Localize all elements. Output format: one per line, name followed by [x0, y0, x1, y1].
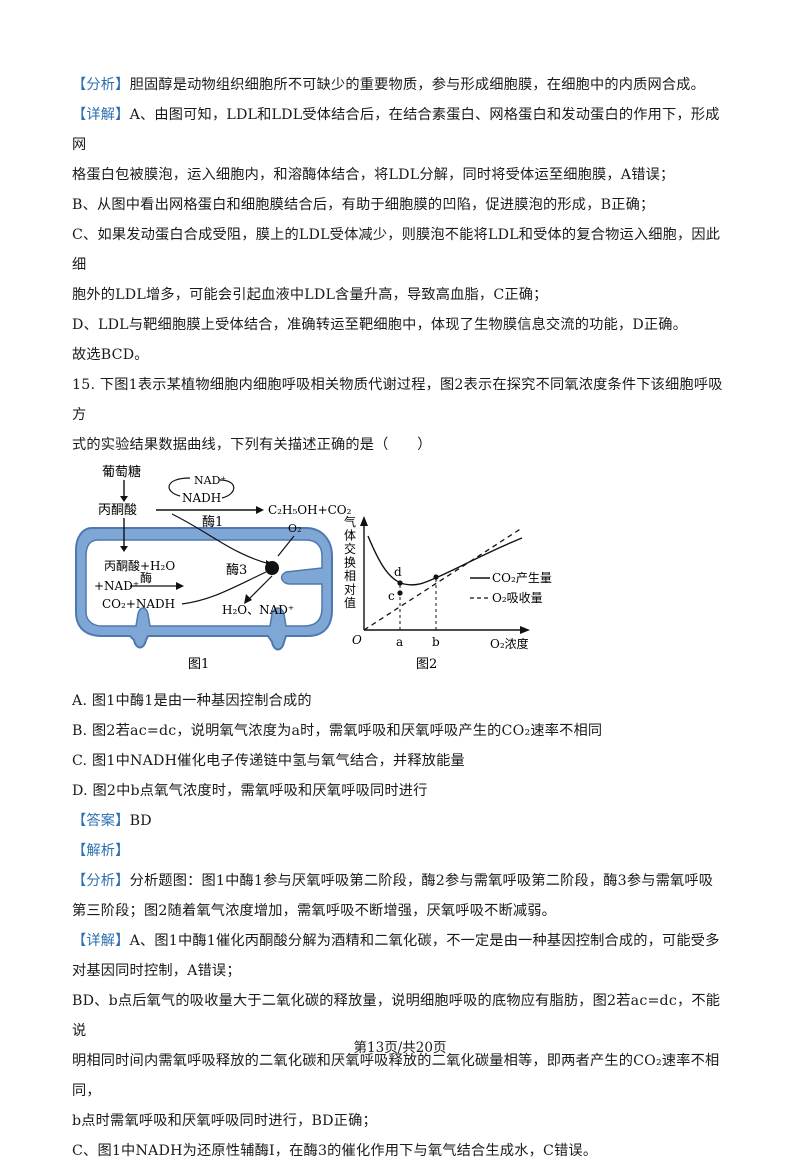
o2-absorption-line	[363, 527, 523, 631]
y-axis-label-char: 气	[344, 514, 356, 529]
nadh-label: NADH	[182, 491, 221, 505]
glucose-label: 葡萄糖	[102, 464, 141, 480]
detail-tag-15: 【详解】	[72, 933, 130, 949]
h2o-nad-label: H₂O、NAD⁺	[222, 603, 294, 617]
figure-1-cell-respiration: 葡萄糖 丙酮酸 NAD⁺ NADH 酶1 C₂H₅OH+CO₂ O₂ 酶3 丙酮…	[75, 464, 352, 672]
y-axis-label-char: 交	[344, 541, 356, 556]
y-axis-label-char: 相	[344, 569, 356, 583]
detail-a-line1: A、由图可知，LDL和LDL受体结合后，在结合素蛋白、网格蛋白和发动蛋白的作用下…	[72, 107, 720, 153]
option-a: A. 图1中酶1是由一种基因控制合成的	[72, 693, 312, 709]
analysis-tag-15: 【分析】	[72, 873, 130, 889]
y-axis-label-char: 对	[344, 583, 356, 597]
analysis-tag: 【分析】	[72, 77, 130, 93]
x-axis-label: O₂浓度	[490, 636, 529, 651]
question-stem-line2: 式的实验结果数据曲线，下列有关描述正确的是（ ）	[72, 437, 432, 453]
detail-bd-line3: b点时需氧呼吸和厌氧呼吸同时进行，BD正确；	[72, 1113, 377, 1129]
detail-c-15: C、图1中NADH为还原性辅酶Ⅰ，在酶3的催化作用下与氧气结合生成水，C错误。	[72, 1143, 598, 1159]
options: A. 图1中酶1是由一种基因控制合成的 B. 图2若ac=dc，说明氧气浓度为a…	[72, 686, 732, 806]
question-stem-line1: 15. 下图1表示某植物细胞内细胞呼吸相关物质代谢过程，图2表示在探究不同氧浓度…	[72, 377, 723, 423]
detail-bd-line1: BD、b点后氧气的吸收量大于二氧化碳的释放量，说明细胞呼吸的底物应有脂肪，图2若…	[72, 993, 721, 1039]
nad-plus2-label: +NAD⁺	[94, 579, 139, 593]
detail-d: D、LDL与靶细胞膜上受体结合，准确转运至靶细胞中，体现了生物膜信息交流的功能，…	[72, 317, 688, 333]
analysis-text-15: 分析题图：图1中酶1参与厌氧呼吸第二阶段，酶2参与需氧呼吸第二阶段，酶3参与需氧…	[129, 873, 714, 889]
page-footer: 第13页/共20页	[353, 1040, 447, 1056]
analysis-line1: 【分析】分析题图：图1中酶1参与厌氧呼吸第二阶段，酶2参与需氧呼吸第二阶段，酶3…	[72, 866, 732, 896]
ethanol-co2-label: C₂H₅OH+CO₂	[268, 503, 352, 517]
figure1-caption: 图1	[188, 657, 209, 672]
answer-value: BD	[129, 813, 152, 829]
option-b: B. 图2若ac=dc，说明氧气浓度为a时，需氧呼吸和厌氧呼吸产生的CO₂速率不…	[72, 723, 603, 739]
label-b: b	[432, 635, 440, 649]
option-c: C. 图1中NADH催化电子传递链中氢与氧气结合，并释放能量	[72, 753, 465, 769]
explain-tag: 【解析】	[72, 843, 130, 859]
detail-a-15-line2: 对基因同时控制，A错误；	[72, 963, 241, 979]
enzyme2-label: 酶	[140, 570, 152, 585]
page-content: 【分析】胆固醇是动物组织细胞所不可缺少的重要物质，参与形成细胞膜，在细胞中的内质…	[72, 70, 732, 1166]
detail-tag: 【详解】	[72, 107, 130, 123]
analysis-text: 胆固醇是动物组织细胞所不可缺少的重要物质，参与形成细胞膜，在细胞中的内质网合成。	[129, 77, 706, 93]
detail-bd-line2: 明相同时间内需氧呼吸释放的二氧化碳和厌氧呼吸释放的二氧化碳量相等，即两者产生的C…	[72, 1053, 720, 1099]
label-c: c	[388, 589, 395, 603]
pyruvate-label: 丙酮酸	[98, 503, 137, 518]
detail-a-15-text: A、图1中酶1催化丙酮酸分解为酒精和二氧化碳，不一定是由一种基因控制合成的，可能…	[129, 933, 720, 949]
analysis-line2: 第三阶段；图2随着氧气浓度增加，需氧呼吸不断增强，厌氧呼吸不断减弱。	[72, 903, 557, 919]
figure-row: 葡萄糖 丙酮酸 NAD⁺ NADH 酶1 C₂H₅OH+CO₂ O₂ 酶3 丙酮…	[72, 464, 732, 686]
answer-line: 【答案】BD	[72, 806, 732, 836]
detail-paragraph-14a: 【详解】A、由图可知，LDL和LDL受体结合后，在结合素蛋白、网格蛋白和发动蛋白…	[72, 100, 732, 160]
co2-production-curve	[367, 535, 523, 586]
detail-c-line1: C、如果发动蛋白合成受阻，膜上的LDL受体减少，则膜泡不能将LDL和受体的复合物…	[72, 227, 721, 273]
pyruvate-h2o-label: 丙酮酸+H₂O	[104, 558, 175, 573]
enzyme1-label: 酶1	[202, 514, 223, 530]
option-d: D. 图2中b点氧气浓度时，需氧呼吸和厌氧呼吸同时进行	[72, 783, 428, 799]
detail-b: B、从图中看出网格蛋白和细胞膜结合后，有助于细胞膜的凹陷，促进膜泡的形成，B正确…	[72, 197, 655, 213]
legend-o2: O₂吸收量	[492, 591, 543, 605]
label-d: d	[394, 565, 402, 579]
y-axis-label-char: 值	[344, 595, 356, 610]
legend-co2: CO₂产生量	[492, 571, 552, 585]
label-a: a	[396, 635, 403, 649]
co2-nadh-label: CO₂+NADH	[102, 597, 175, 611]
enzyme3-dot	[265, 561, 279, 575]
answer-tag: 【答案】	[72, 813, 130, 829]
detail-a-15-line1: 【详解】A、图1中酶1催化丙酮酸分解为酒精和二氧化碳，不一定是由一种基因控制合成…	[72, 926, 732, 956]
detail-c-line2: 胞外的LDL增多，可能会引起血液中LDL含量升高，导致高血脂，C正确；	[72, 287, 548, 303]
origin-label: O	[352, 633, 362, 647]
point-c	[397, 590, 403, 596]
enzyme3-label: 酶3	[226, 562, 247, 578]
detail-a-line2: 格蛋白包被膜泡，运入细胞内，和溶酶体结合，将LDL分解，同时将受体运至细胞膜，A…	[72, 167, 675, 183]
conclusion: 故选BCD。	[72, 347, 149, 363]
analysis-paragraph-14: 【分析】胆固醇是动物组织细胞所不可缺少的重要物质，参与形成细胞膜，在细胞中的内质…	[72, 70, 732, 100]
o2-label: O₂	[288, 522, 301, 535]
y-axis-label-char: 换	[344, 556, 356, 570]
nad-plus-label: NAD⁺	[194, 474, 226, 487]
explain-line: 【解析】	[72, 836, 732, 866]
point-b-intersection	[433, 574, 439, 580]
y-axis-label-char: 体	[344, 529, 356, 543]
figure2-caption: 图2	[416, 657, 437, 672]
point-d	[397, 580, 403, 586]
